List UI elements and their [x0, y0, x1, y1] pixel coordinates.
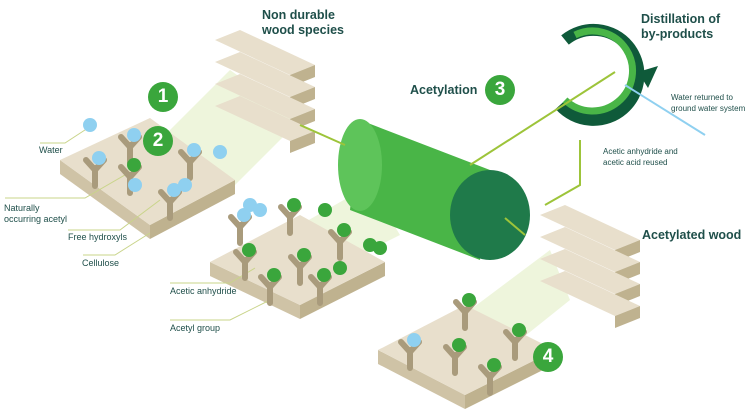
hydroxyl-molecule	[398, 333, 422, 371]
beam-3	[470, 250, 570, 340]
acetylation-reactor	[338, 119, 530, 260]
water-return-arrow	[624, 84, 706, 136]
step-1-badge: 1	[148, 82, 178, 112]
hydroxyl-molecule	[158, 183, 182, 221]
title-non-durable-wood: Non durable wood species	[262, 8, 344, 37]
acetyl-molecule	[478, 358, 502, 396]
water-molecule	[83, 118, 97, 132]
hydroxyl-molecule	[83, 151, 107, 189]
water-molecule	[213, 145, 227, 159]
acetic-anhydride-molecule	[318, 203, 332, 217]
wood-plank-stack	[540, 205, 640, 328]
label-water: Water	[39, 145, 63, 155]
title-distillation: Distillation of by-products	[641, 12, 721, 41]
title-acetylated-wood: Acetylated wood	[642, 228, 742, 242]
label-naturally-occurring-acetyl: Naturally occurring acetyl	[4, 203, 68, 224]
acetyl-molecule	[288, 248, 312, 286]
step-2-badge: 2	[143, 126, 173, 156]
acetyl-molecule	[278, 198, 302, 236]
acetyl-molecule	[258, 268, 282, 306]
wood-plank-stack	[215, 30, 315, 153]
acetyl-molecule	[328, 223, 352, 261]
step-3-badge: 3	[485, 75, 515, 105]
hydroxyl-molecule	[178, 143, 202, 181]
wood-platform	[60, 118, 235, 239]
acetyl-molecule	[443, 338, 467, 376]
flow-arrows	[299, 71, 616, 236]
label-acetic-anhydride: Acetic anhydride	[170, 286, 237, 296]
label-water-returned: Water returned to ground water system	[671, 93, 746, 113]
label-free-hydroxyls: Free hydroxyls	[68, 232, 128, 242]
acetyl-molecule	[503, 323, 527, 361]
water-molecule	[128, 178, 142, 192]
label-cellulose: Cellulose	[82, 258, 120, 268]
water-molecule	[178, 178, 192, 192]
title-acetylation: Acetylation	[410, 83, 478, 97]
acetyl-molecule	[308, 268, 332, 306]
acetic-anhydride-molecule	[333, 261, 347, 275]
distillation-cycle-arrow	[555, 23, 658, 126]
water-molecule	[253, 203, 267, 217]
leader-lines	[5, 127, 271, 321]
step-4-badge: 4	[533, 342, 563, 372]
acetyl-molecule	[233, 243, 257, 281]
label-acetyl-group: Acetyl group	[170, 323, 221, 333]
label-acetic-reused: Acetic anhydride and acetic acid reused	[603, 147, 678, 167]
acetic-anhydride-molecule	[373, 241, 387, 255]
acetyl-molecule	[453, 293, 477, 331]
hydroxyl-molecule	[228, 208, 252, 246]
